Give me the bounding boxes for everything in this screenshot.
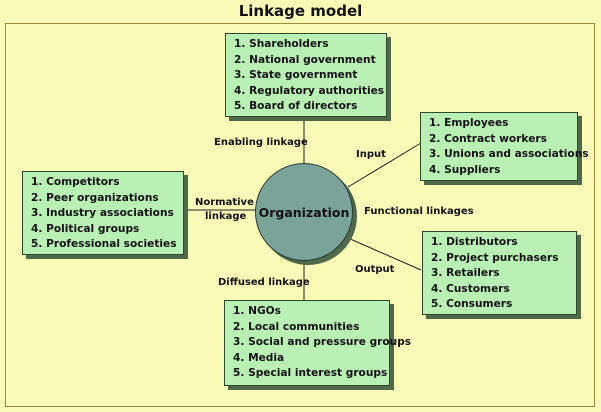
normative-list: 1. Competitors 2. Peer organizations 3. …: [31, 175, 183, 253]
list-item: 3. State government: [234, 69, 358, 82]
list-item: 2. Project purchasers: [431, 251, 559, 264]
normative-label-line2: linkage: [205, 211, 247, 222]
organization-label: Organization: [258, 204, 350, 220]
list-item: 3. Retailers: [431, 267, 500, 280]
list-item: 2. Local communities: [233, 320, 360, 333]
diffused-linkage-label: Diffused linkage: [218, 277, 310, 288]
enabling-linkage-label: Enabling linkage: [214, 137, 308, 148]
list-item: 1. Shareholders: [234, 38, 329, 50]
input-label: Input: [356, 149, 386, 160]
list-item: 2. Peer organizations: [31, 191, 159, 204]
list-item: 4. Customers: [431, 282, 510, 295]
normative-box: 1. Competitors 2. Peer organizations 3. …: [22, 171, 184, 255]
diffused-box: 1. NGOs 2. Local communities 3. Social a…: [224, 300, 412, 386]
list-item: 3. Unions and associations: [429, 148, 589, 161]
enabling-list: 1. Shareholders 2. National government 3…: [234, 37, 386, 115]
enabling-box: 1. Shareholders 2. National government 3…: [225, 33, 387, 117]
line-output: [347, 237, 422, 271]
line-input: [347, 142, 422, 188]
list-item: 1. Competitors: [31, 176, 120, 188]
output-list: 1. Distributors 2. Project purchasers 3.…: [431, 235, 576, 313]
output-box: 1. Distributors 2. Project purchasers 3.…: [422, 231, 577, 315]
list-item: 5. Board of directors: [234, 100, 358, 113]
list-item: 4. Regulatory authorities: [234, 84, 385, 97]
input-box: 1. Employees 2. Contract workers 3. Unio…: [420, 112, 589, 181]
normative-label-line1: Normative: [195, 197, 254, 208]
organization-node: Organization: [255, 163, 353, 261]
list-item: 4. Political groups: [31, 222, 140, 235]
list-item: 2. Contract workers: [429, 132, 547, 145]
list-item: 5. Professional societies: [31, 238, 177, 251]
list-item: 3. Industry associations: [31, 207, 174, 220]
list-item: 1. NGOs: [233, 305, 281, 317]
input-list: 1. Employees 2. Contract workers 3. Unio…: [429, 116, 589, 178]
diagram-title: Linkage model: [238, 2, 363, 20]
list-item: 1. Employees: [429, 117, 509, 129]
diagram-frame: [5, 23, 595, 407]
list-item: 4. Media: [233, 351, 285, 364]
list-item: 2. National government: [234, 53, 376, 66]
list-item: 3. Social and pressure groups: [233, 336, 412, 349]
list-item: 4. Suppliers: [429, 163, 501, 176]
functional-linkages-label: Functional linkages: [364, 206, 474, 217]
output-label: Output: [355, 264, 395, 275]
list-item: 5. Special interest groups: [233, 367, 388, 380]
diffused-list: 1. NGOs 2. Local communities 3. Social a…: [233, 304, 412, 382]
list-item: 1. Distributors: [431, 236, 518, 248]
list-item: 5. Consumers: [431, 298, 513, 311]
